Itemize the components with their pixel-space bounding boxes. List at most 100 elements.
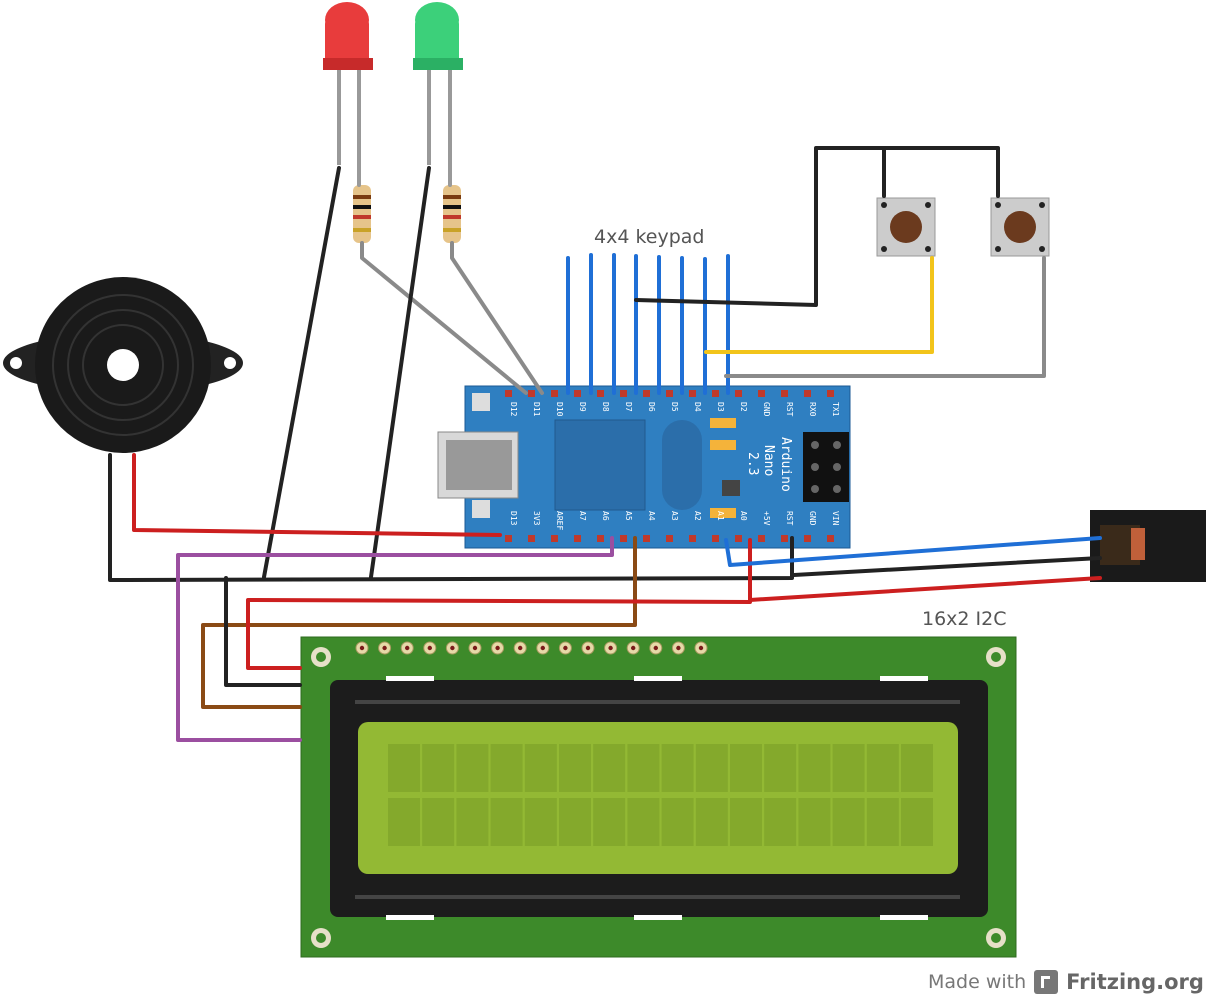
nano-pin-label: D6 bbox=[647, 402, 656, 412]
led-red bbox=[323, 2, 373, 165]
button1-signal-wire bbox=[704, 256, 934, 354]
nano-pin-label: RST bbox=[785, 511, 794, 526]
nano-pin-pad bbox=[781, 535, 788, 542]
lcd-header-pin-hole bbox=[631, 645, 636, 651]
lcd-char-cell bbox=[422, 744, 455, 792]
lcd-char-cell bbox=[627, 798, 660, 846]
push-button-2 bbox=[990, 197, 1050, 257]
nano-pin-pad bbox=[827, 390, 834, 397]
nano-pin-label: RX0 bbox=[808, 402, 817, 417]
lcd-char-cell bbox=[866, 798, 899, 846]
resistor-2 bbox=[443, 185, 461, 243]
nano-pin-pad bbox=[643, 390, 650, 397]
lcd-header-pin-hole bbox=[585, 645, 591, 651]
nano-pin-pad bbox=[597, 390, 604, 397]
board-name-2: Nano bbox=[761, 445, 776, 476]
lcd-header-pin-hole bbox=[382, 645, 387, 651]
lcd-header-pin-hole bbox=[472, 645, 478, 651]
lcd-header-pin-hole bbox=[676, 645, 681, 651]
lcd-char-cell bbox=[866, 744, 899, 792]
lcd-header-pin-hole bbox=[495, 645, 500, 651]
lcd-char-cell bbox=[901, 744, 933, 792]
nano-pin-pad bbox=[781, 390, 788, 397]
nano-pin-label: D2 bbox=[739, 402, 748, 412]
lcd-char-cell bbox=[456, 744, 489, 792]
lcd-char-cell bbox=[764, 798, 797, 846]
nano-pin-pad bbox=[689, 390, 696, 397]
lcd-header-pin-hole bbox=[698, 645, 704, 651]
nano-pin-pad bbox=[758, 390, 765, 397]
nano-pin-label: A0 bbox=[739, 511, 748, 521]
power-black-wire bbox=[792, 556, 1102, 577]
nano-pin-label: VIN bbox=[831, 511, 840, 526]
nano-pin-pad bbox=[804, 535, 811, 542]
lcd-char-cell bbox=[593, 744, 626, 792]
button-common-wire bbox=[634, 146, 1000, 307]
nano-pin-pad bbox=[666, 390, 673, 397]
nano-pin-pad bbox=[827, 535, 834, 542]
nano-pin-pad bbox=[574, 535, 581, 542]
lcd-char-cell bbox=[524, 744, 557, 792]
nano-pin-label: D5 bbox=[670, 402, 679, 412]
ground-bus-wire bbox=[108, 453, 794, 582]
nano-pin-pad bbox=[620, 535, 627, 542]
nano-pin-pad bbox=[758, 535, 765, 542]
lcd-sda-wire bbox=[176, 536, 614, 742]
resistor-1 bbox=[353, 185, 371, 243]
led-red-resistor-wire bbox=[360, 241, 528, 395]
board-version: 2.3 bbox=[745, 452, 760, 475]
lcd-module bbox=[300, 636, 1017, 958]
nano-pin-label: GND bbox=[762, 402, 771, 417]
board-name-1: Arduino bbox=[778, 437, 793, 492]
nano-pin-label: A6 bbox=[601, 511, 610, 521]
lcd-char-cell bbox=[832, 744, 865, 792]
lcd-header-pin-hole bbox=[518, 645, 523, 651]
nano-pin-label: D9 bbox=[578, 402, 587, 412]
lcd-header-pins bbox=[355, 641, 708, 655]
nano-pin-pad bbox=[804, 390, 811, 397]
nano-pin-label: D12 bbox=[509, 402, 518, 417]
lcd-header-pin-hole bbox=[427, 645, 432, 651]
nano-pin-pad bbox=[574, 390, 581, 397]
nano-pin-label: D11 bbox=[532, 402, 541, 417]
lcd-scl-wire bbox=[201, 536, 637, 709]
nano-pin-label: A1 bbox=[716, 511, 725, 521]
fritzing-logo-icon bbox=[1034, 970, 1059, 994]
nano-pin-pad bbox=[643, 535, 650, 542]
nano-pin-label: GND bbox=[808, 511, 817, 526]
fritzing-footer: Made with Fritzing.org bbox=[928, 970, 1204, 994]
lcd-char-cell bbox=[456, 798, 489, 846]
lcd-header-pin-hole bbox=[653, 645, 658, 651]
lcd-header-pin-hole bbox=[405, 645, 410, 651]
lcd-char-cell bbox=[661, 798, 694, 846]
nano-pin-pad bbox=[735, 535, 742, 542]
lcd-char-cell bbox=[388, 744, 420, 792]
nano-pin-pad bbox=[551, 535, 558, 542]
lcd-label: 16x2 I2C bbox=[922, 608, 1007, 630]
nano-pin-pad bbox=[505, 390, 512, 397]
piezo-buzzer bbox=[3, 277, 243, 453]
lcd-character-grid bbox=[388, 744, 933, 846]
nano-pin-label: D3 bbox=[716, 402, 725, 412]
nano-pin-label: D4 bbox=[693, 402, 702, 412]
led-green-resistor-wire bbox=[450, 241, 544, 395]
led-red-ground-wire bbox=[262, 166, 341, 579]
nano-pin-pad bbox=[597, 535, 604, 542]
lcd-char-cell bbox=[559, 798, 591, 846]
lcd-char-cell bbox=[593, 798, 626, 846]
nano-pin-label: A5 bbox=[624, 511, 633, 521]
nano-pin-pad bbox=[689, 535, 696, 542]
nano-pin-pad bbox=[712, 535, 719, 542]
nano-pin-pad bbox=[551, 390, 558, 397]
led-green-ground-wire bbox=[369, 166, 431, 579]
nano-pin-pad bbox=[528, 535, 535, 542]
push-button-1 bbox=[876, 197, 936, 257]
footer-brand: Fritzing.org bbox=[1066, 970, 1204, 994]
nano-pin-pad bbox=[712, 390, 719, 397]
nano-pin-label: D13 bbox=[509, 511, 518, 526]
power-red-wire bbox=[748, 576, 1102, 602]
lcd-header-pin-hole bbox=[359, 645, 365, 651]
